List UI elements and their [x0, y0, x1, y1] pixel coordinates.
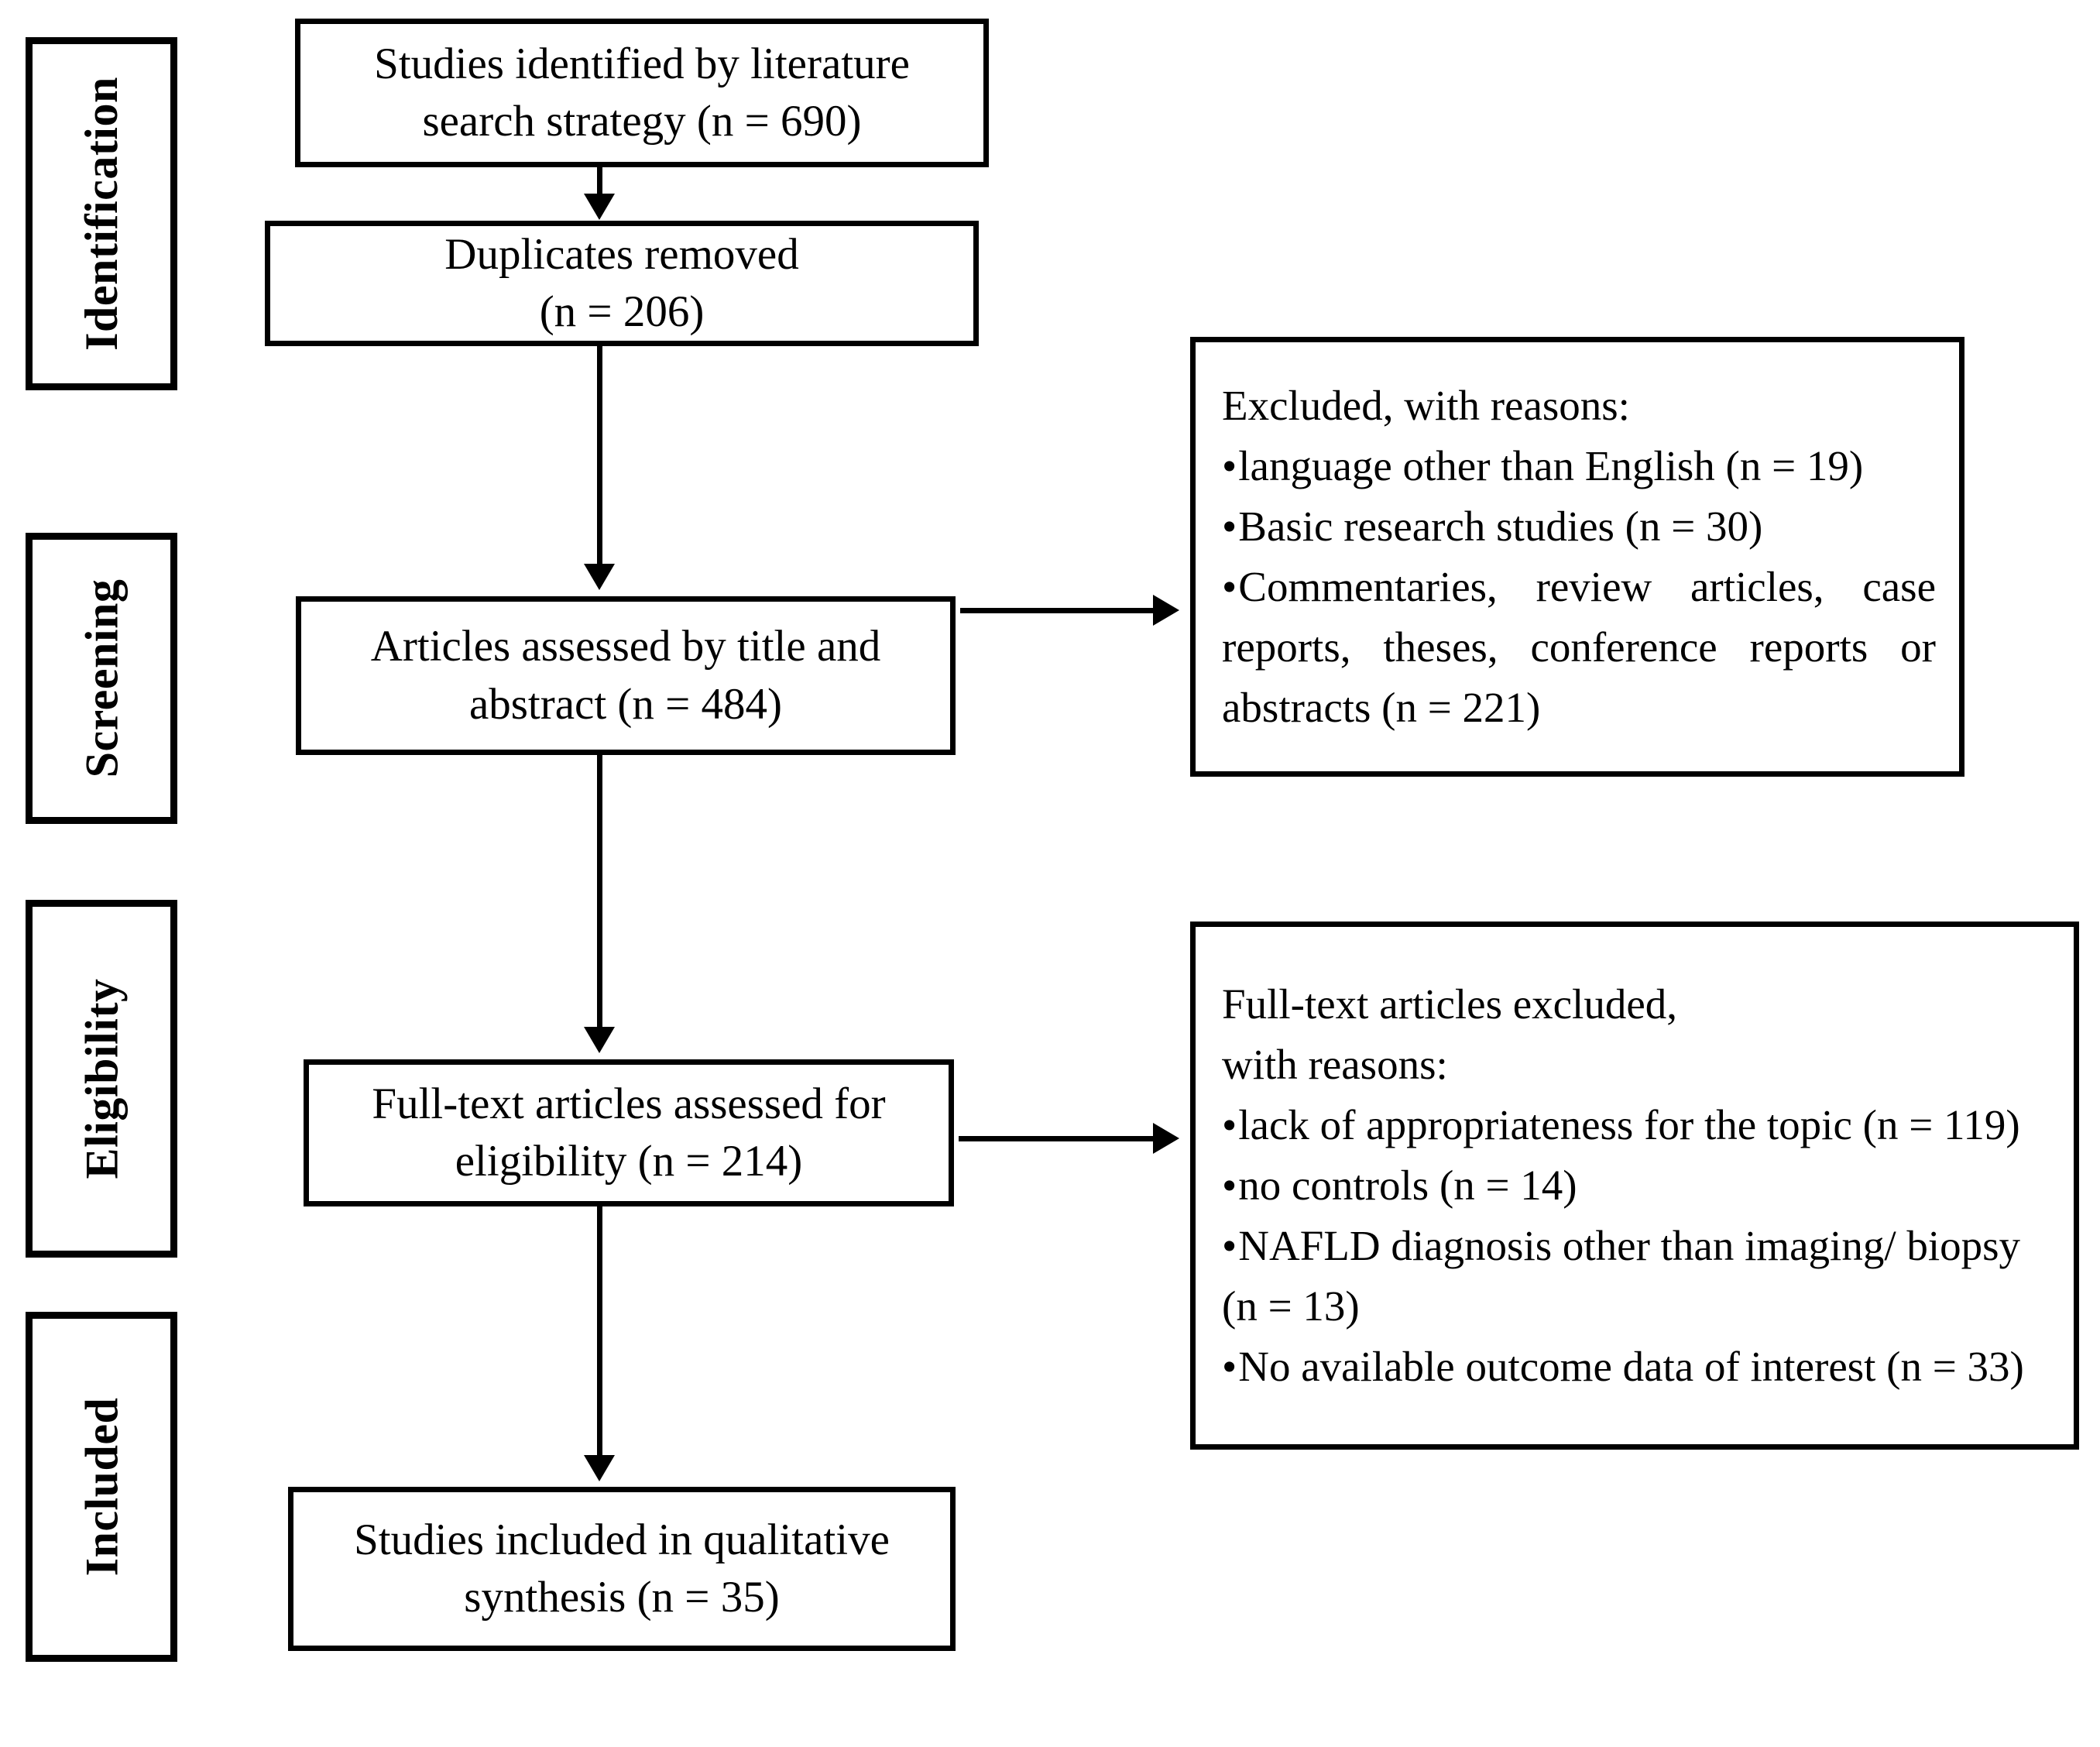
stage-box-eligibility: Eligibility [26, 900, 177, 1258]
flow-box-fulltext-assessed: Full-text articles assessed for eligibil… [304, 1059, 954, 1206]
stage-box-identification: Identification [26, 37, 177, 390]
exclusion-item: NAFLD diagnosis other than imaging/ biop… [1222, 1216, 2050, 1337]
stage-box-screening: Screening [26, 533, 177, 824]
arrowhead-right-fulltext-to-exclusion [1153, 1123, 1179, 1154]
flow-box-duplicates-removed: Duplicates removed (n = 206) [265, 221, 979, 346]
arrowhead-down-duplicates-to-title-abstract [584, 564, 615, 590]
stage-box-included: Included [26, 1312, 177, 1662]
exclusion-heading: with reasons: [1222, 1040, 1448, 1088]
exclusion-item: no controls (n = 14) [1222, 1155, 2050, 1216]
connector-fulltext-to-included [597, 1206, 602, 1458]
exclusion-box-screening-text: Excluded, with reasons: language other t… [1222, 376, 1936, 739]
stage-label-identification: Identification [76, 77, 128, 351]
exclusion-item: lack of appropriateness for the topic (n… [1222, 1095, 2050, 1155]
flow-box-title-abstract-text: Articles assessed by title and abstract … [370, 622, 881, 729]
flow-box-duplicates-removed-text: Duplicates removed (n = 206) [444, 229, 799, 336]
exclusion-item: Commentaries, review articles, case repo… [1222, 557, 1936, 738]
exclusion-item: No available outcome data of interest (n… [1222, 1337, 2050, 1397]
flow-box-included-qualitative-text: Studies included in qualitative synthesi… [354, 1515, 890, 1622]
connector-identified-to-duplicates [597, 167, 602, 200]
flow-box-studies-identified-text: Studies identified by literature search … [374, 39, 910, 146]
connector-title-abstract-to-fulltext [597, 755, 602, 1030]
exclusion-item: Basic research studies (n = 30) [1222, 496, 1936, 557]
stage-label-eligibility: Eligibility [76, 978, 128, 1179]
arrowhead-down-fulltext-to-included [584, 1455, 615, 1481]
flow-box-title-abstract: Articles assessed by title and abstract … [296, 596, 956, 755]
connector-duplicates-to-title-abstract [597, 346, 602, 567]
flow-box-fulltext-assessed-text: Full-text articles assessed for eligibil… [372, 1079, 886, 1186]
exclusion-box-screening: Excluded, with reasons: language other t… [1190, 337, 1964, 777]
arrowhead-down-title-abstract-to-fulltext [584, 1027, 615, 1053]
stage-label-included: Included [76, 1397, 128, 1577]
exclusion-item: language other than English (n = 19) [1222, 436, 1936, 496]
flow-box-included-qualitative: Studies included in qualitative synthesi… [288, 1487, 956, 1651]
arrowhead-right-title-abstract-to-exclusion [1153, 595, 1179, 626]
stage-label-screening: Screening [76, 578, 127, 778]
flow-box-studies-identified: Studies identified by literature search … [295, 19, 989, 167]
exclusion-heading: Excluded, with reasons: [1222, 381, 1630, 429]
exclusion-heading: Full-text articles excluded, [1222, 980, 1678, 1028]
connector-title-abstract-to-exclusion [960, 608, 1155, 613]
exclusion-box-eligibility: Full-text articles excluded, with reason… [1190, 922, 2079, 1450]
connector-fulltext-to-exclusion [959, 1136, 1155, 1141]
exclusion-box-eligibility-text: Full-text articles excluded, with reason… [1222, 974, 2050, 1398]
arrowhead-down-identified-to-duplicates [584, 194, 615, 220]
